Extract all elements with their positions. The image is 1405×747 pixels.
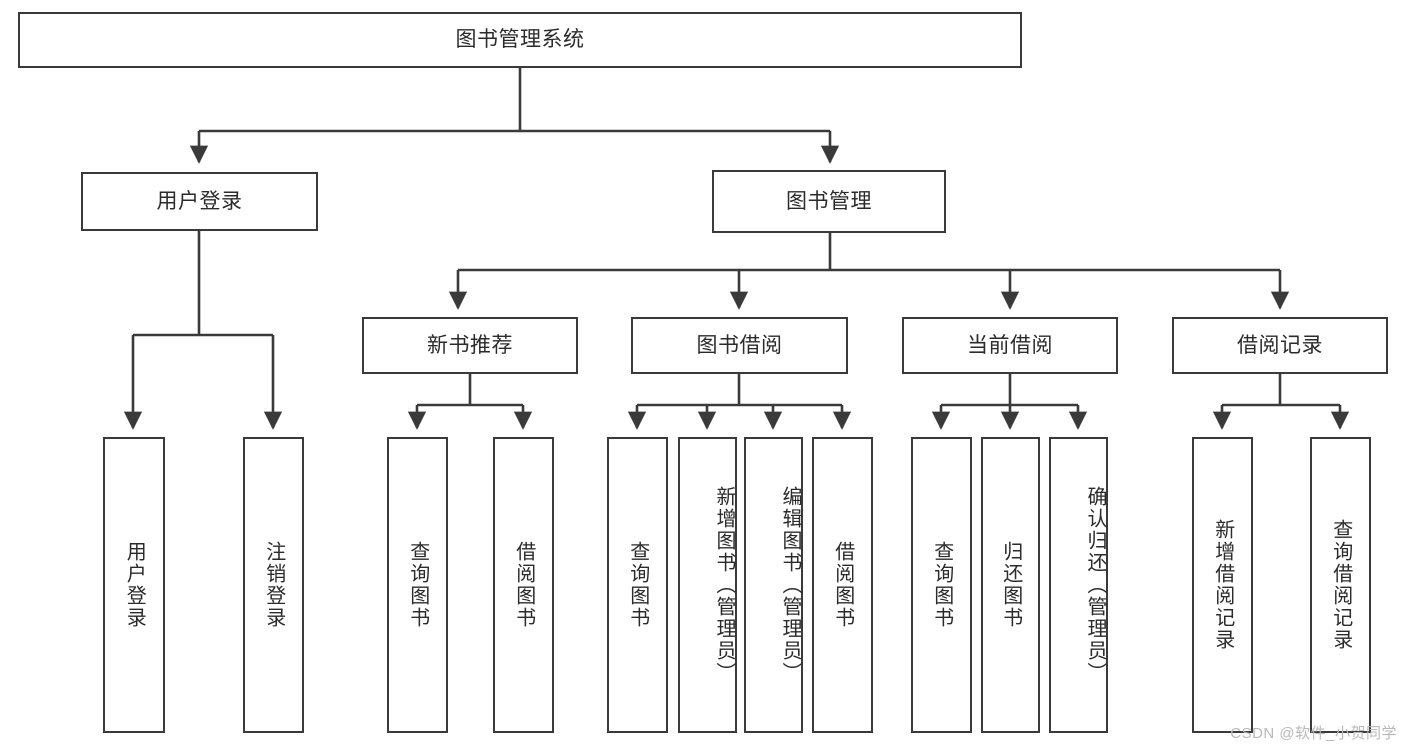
leaf-book-borrow-query-book[interactable]: 查询图书: [607, 437, 668, 733]
node-label: 查询图书: [930, 541, 953, 629]
node-label: 确认归还（管理员）: [1084, 486, 1106, 684]
node-label: 归还图书: [999, 541, 1022, 629]
node-current-borrow[interactable]: 当前借阅: [902, 317, 1118, 374]
node-label: 编辑图书（管理员）: [779, 486, 801, 684]
leaf-book-borrow-edit-book-admin[interactable]: 编辑图书（管理员）: [744, 437, 803, 733]
leaf-current-borrow-confirm-return-admin[interactable]: 确认归还（管理员）: [1049, 437, 1108, 733]
node-label: 图书借阅: [696, 333, 783, 357]
node-label: 查询借阅记录: [1329, 519, 1352, 651]
node-book-management[interactable]: 图书管理: [712, 170, 946, 233]
node-user-login[interactable]: 用户登录: [81, 172, 318, 231]
node-label: 查询图书: [626, 541, 649, 629]
node-label: 借阅记录: [1237, 333, 1323, 357]
node-label: 新书推荐: [427, 333, 513, 357]
leaf-new-book-query-book[interactable]: 查询图书: [387, 437, 448, 733]
leaf-new-book-borrow-book[interactable]: 借阅图书: [493, 437, 554, 733]
leaf-user-login-logout[interactable]: 注销登录: [243, 437, 304, 733]
node-label: 图书管理系统: [455, 28, 585, 52]
node-label: 当前借阅: [967, 333, 1053, 357]
leaf-current-borrow-return-book[interactable]: 归还图书: [981, 437, 1040, 733]
leaf-borrow-record-query-record[interactable]: 查询借阅记录: [1310, 437, 1371, 733]
node-label: 借阅图书: [831, 541, 854, 629]
leaf-user-login-login[interactable]: 用户登录: [103, 437, 165, 733]
node-label: 借阅图书: [512, 541, 535, 629]
node-book-borrow[interactable]: 图书借阅: [631, 317, 848, 374]
node-label: 用户登录: [156, 189, 243, 213]
leaf-book-borrow-add-book-admin[interactable]: 新增图书（管理员）: [678, 437, 737, 733]
leaf-book-borrow-borrow-book[interactable]: 借阅图书: [812, 437, 873, 733]
node-label: 查询图书: [406, 541, 429, 629]
node-root-book-management-system[interactable]: 图书管理系统: [18, 12, 1022, 68]
leaf-borrow-record-add-record[interactable]: 新增借阅记录: [1192, 437, 1253, 733]
node-borrow-record[interactable]: 借阅记录: [1172, 317, 1388, 374]
node-new-book-recommend[interactable]: 新书推荐: [362, 317, 578, 374]
node-label: 注销登录: [262, 541, 285, 629]
node-label: 图书管理: [786, 189, 872, 213]
leaf-current-borrow-query-book[interactable]: 查询图书: [911, 437, 972, 733]
node-label: 新增借阅记录: [1211, 519, 1234, 651]
node-label: 新增图书（管理员）: [713, 486, 735, 684]
node-label: 用户登录: [123, 541, 146, 629]
